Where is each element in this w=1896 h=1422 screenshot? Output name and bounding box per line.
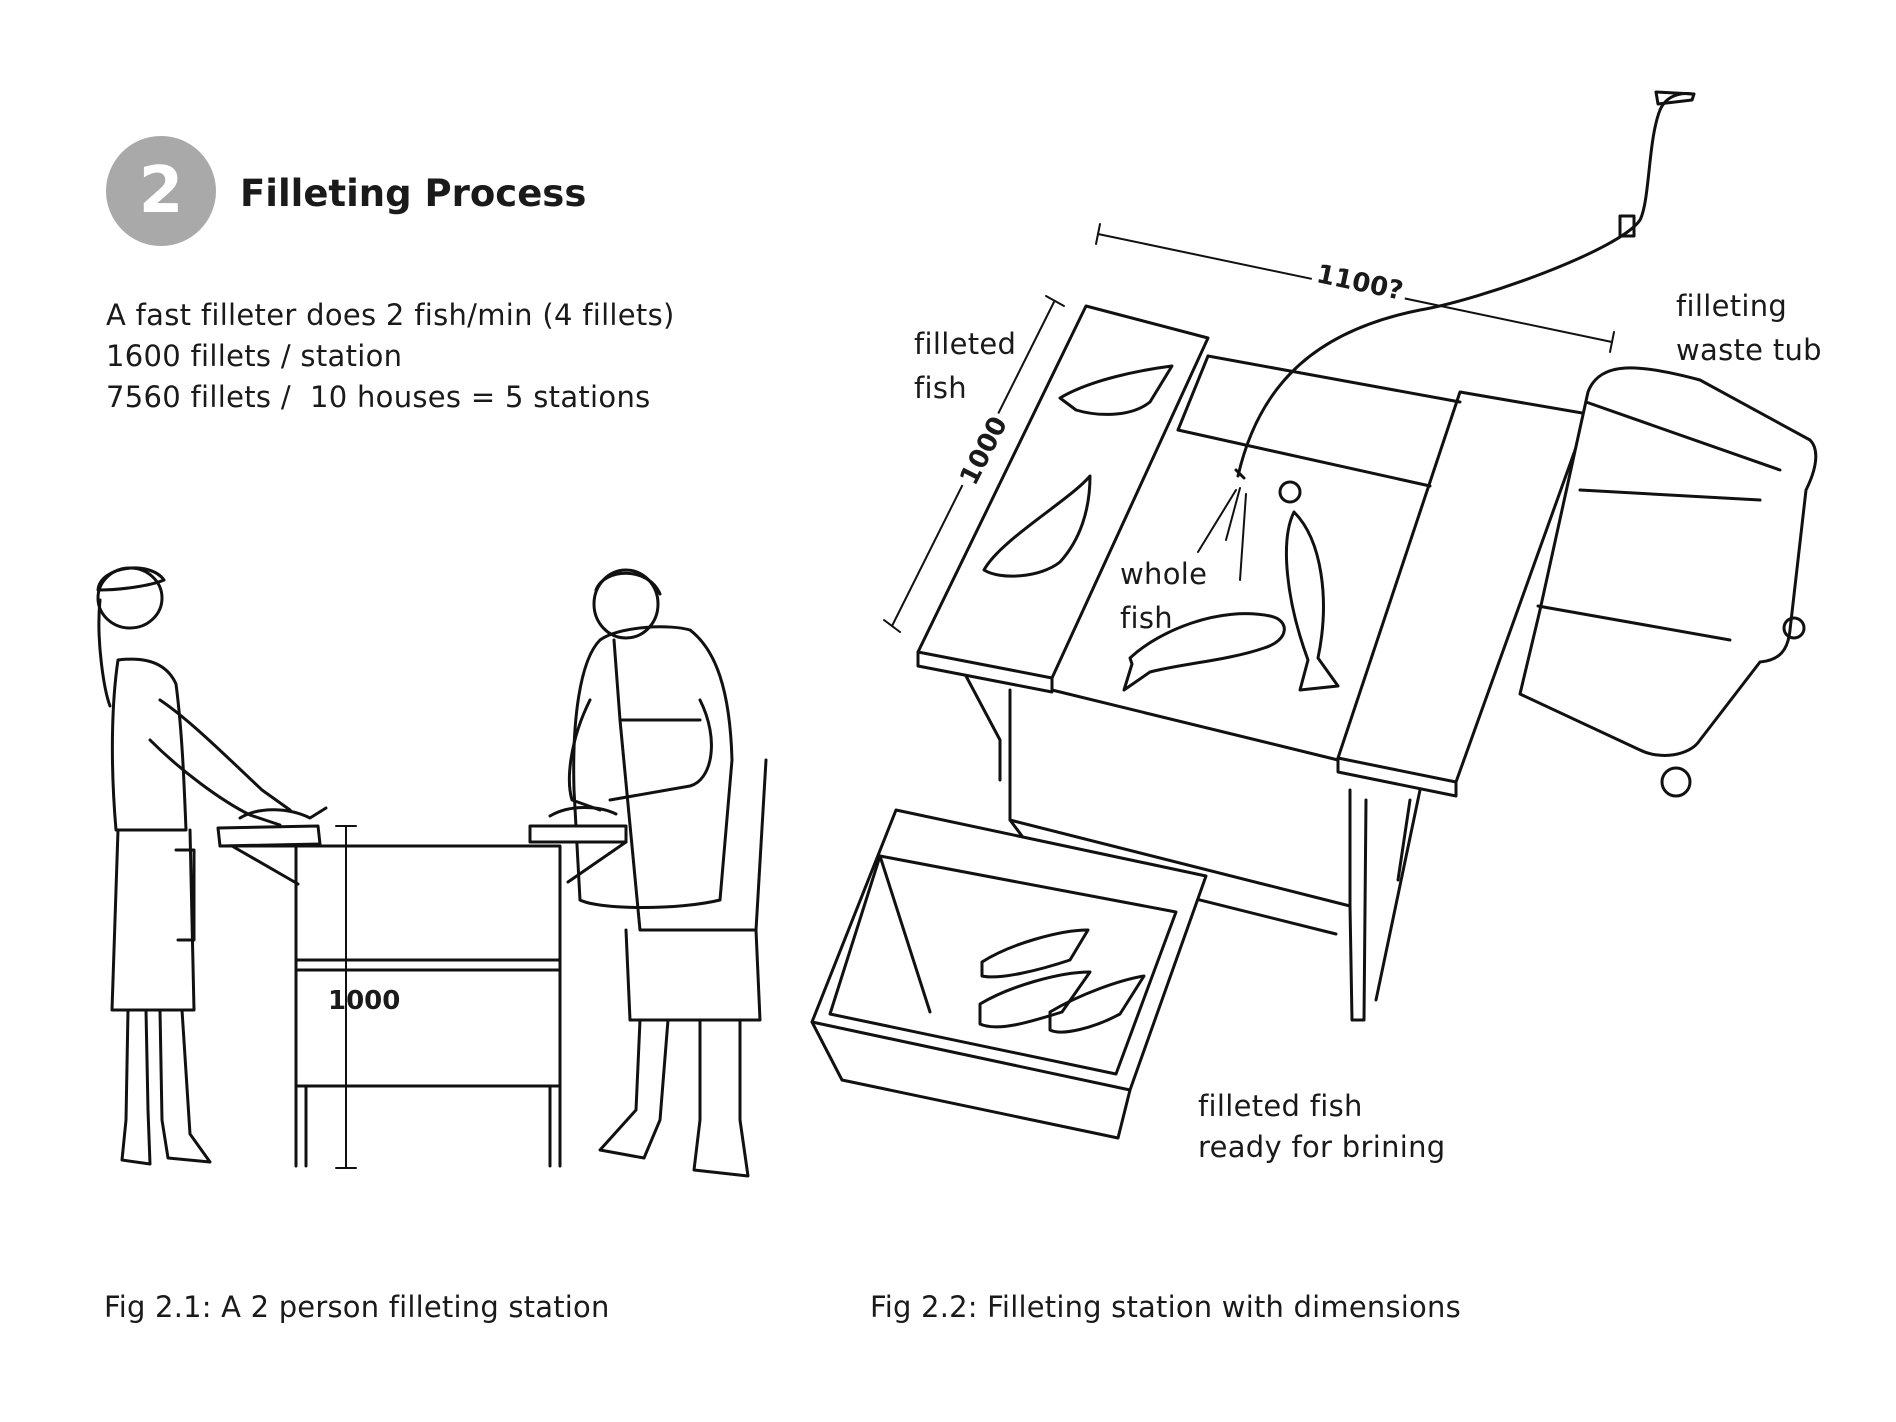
fig1-man-figure [567, 568, 768, 1178]
label-waste-tub: filleting waste tub [1676, 289, 1822, 367]
note-line-2: 1600 fillets / station [106, 339, 403, 373]
label-filleted-fish: filleted fish [914, 327, 1017, 405]
fig1-woman-figure [96, 566, 292, 1166]
step-number-badge: 2 [106, 136, 216, 246]
fig1-height-dimension: 1000 [328, 986, 401, 1016]
fig1-caption: Fig 2.1: A 2 person filleting station [104, 1290, 610, 1324]
label-whole-fish: whole fish [1120, 557, 1208, 635]
label-ready-for-brining: filleted fish ready for brining [1198, 1089, 1446, 1164]
fig2-waste-tub [1518, 366, 1818, 798]
fig2-caption: Fig 2.2: Filleting station with dimensio… [870, 1290, 1461, 1324]
note-line-1: A fast filleter does 2 fish/min (4 fille… [106, 298, 675, 332]
fig2-brining-tray [810, 808, 1208, 1140]
fig2-hose [1234, 90, 1696, 480]
fig2-station-table [916, 304, 1590, 1022]
note-line-3: 7560 fillets / 10 houses = 5 stations [106, 380, 651, 414]
section-title: Filleting Process [240, 172, 587, 215]
fig1-filleting-table [216, 806, 628, 1169]
